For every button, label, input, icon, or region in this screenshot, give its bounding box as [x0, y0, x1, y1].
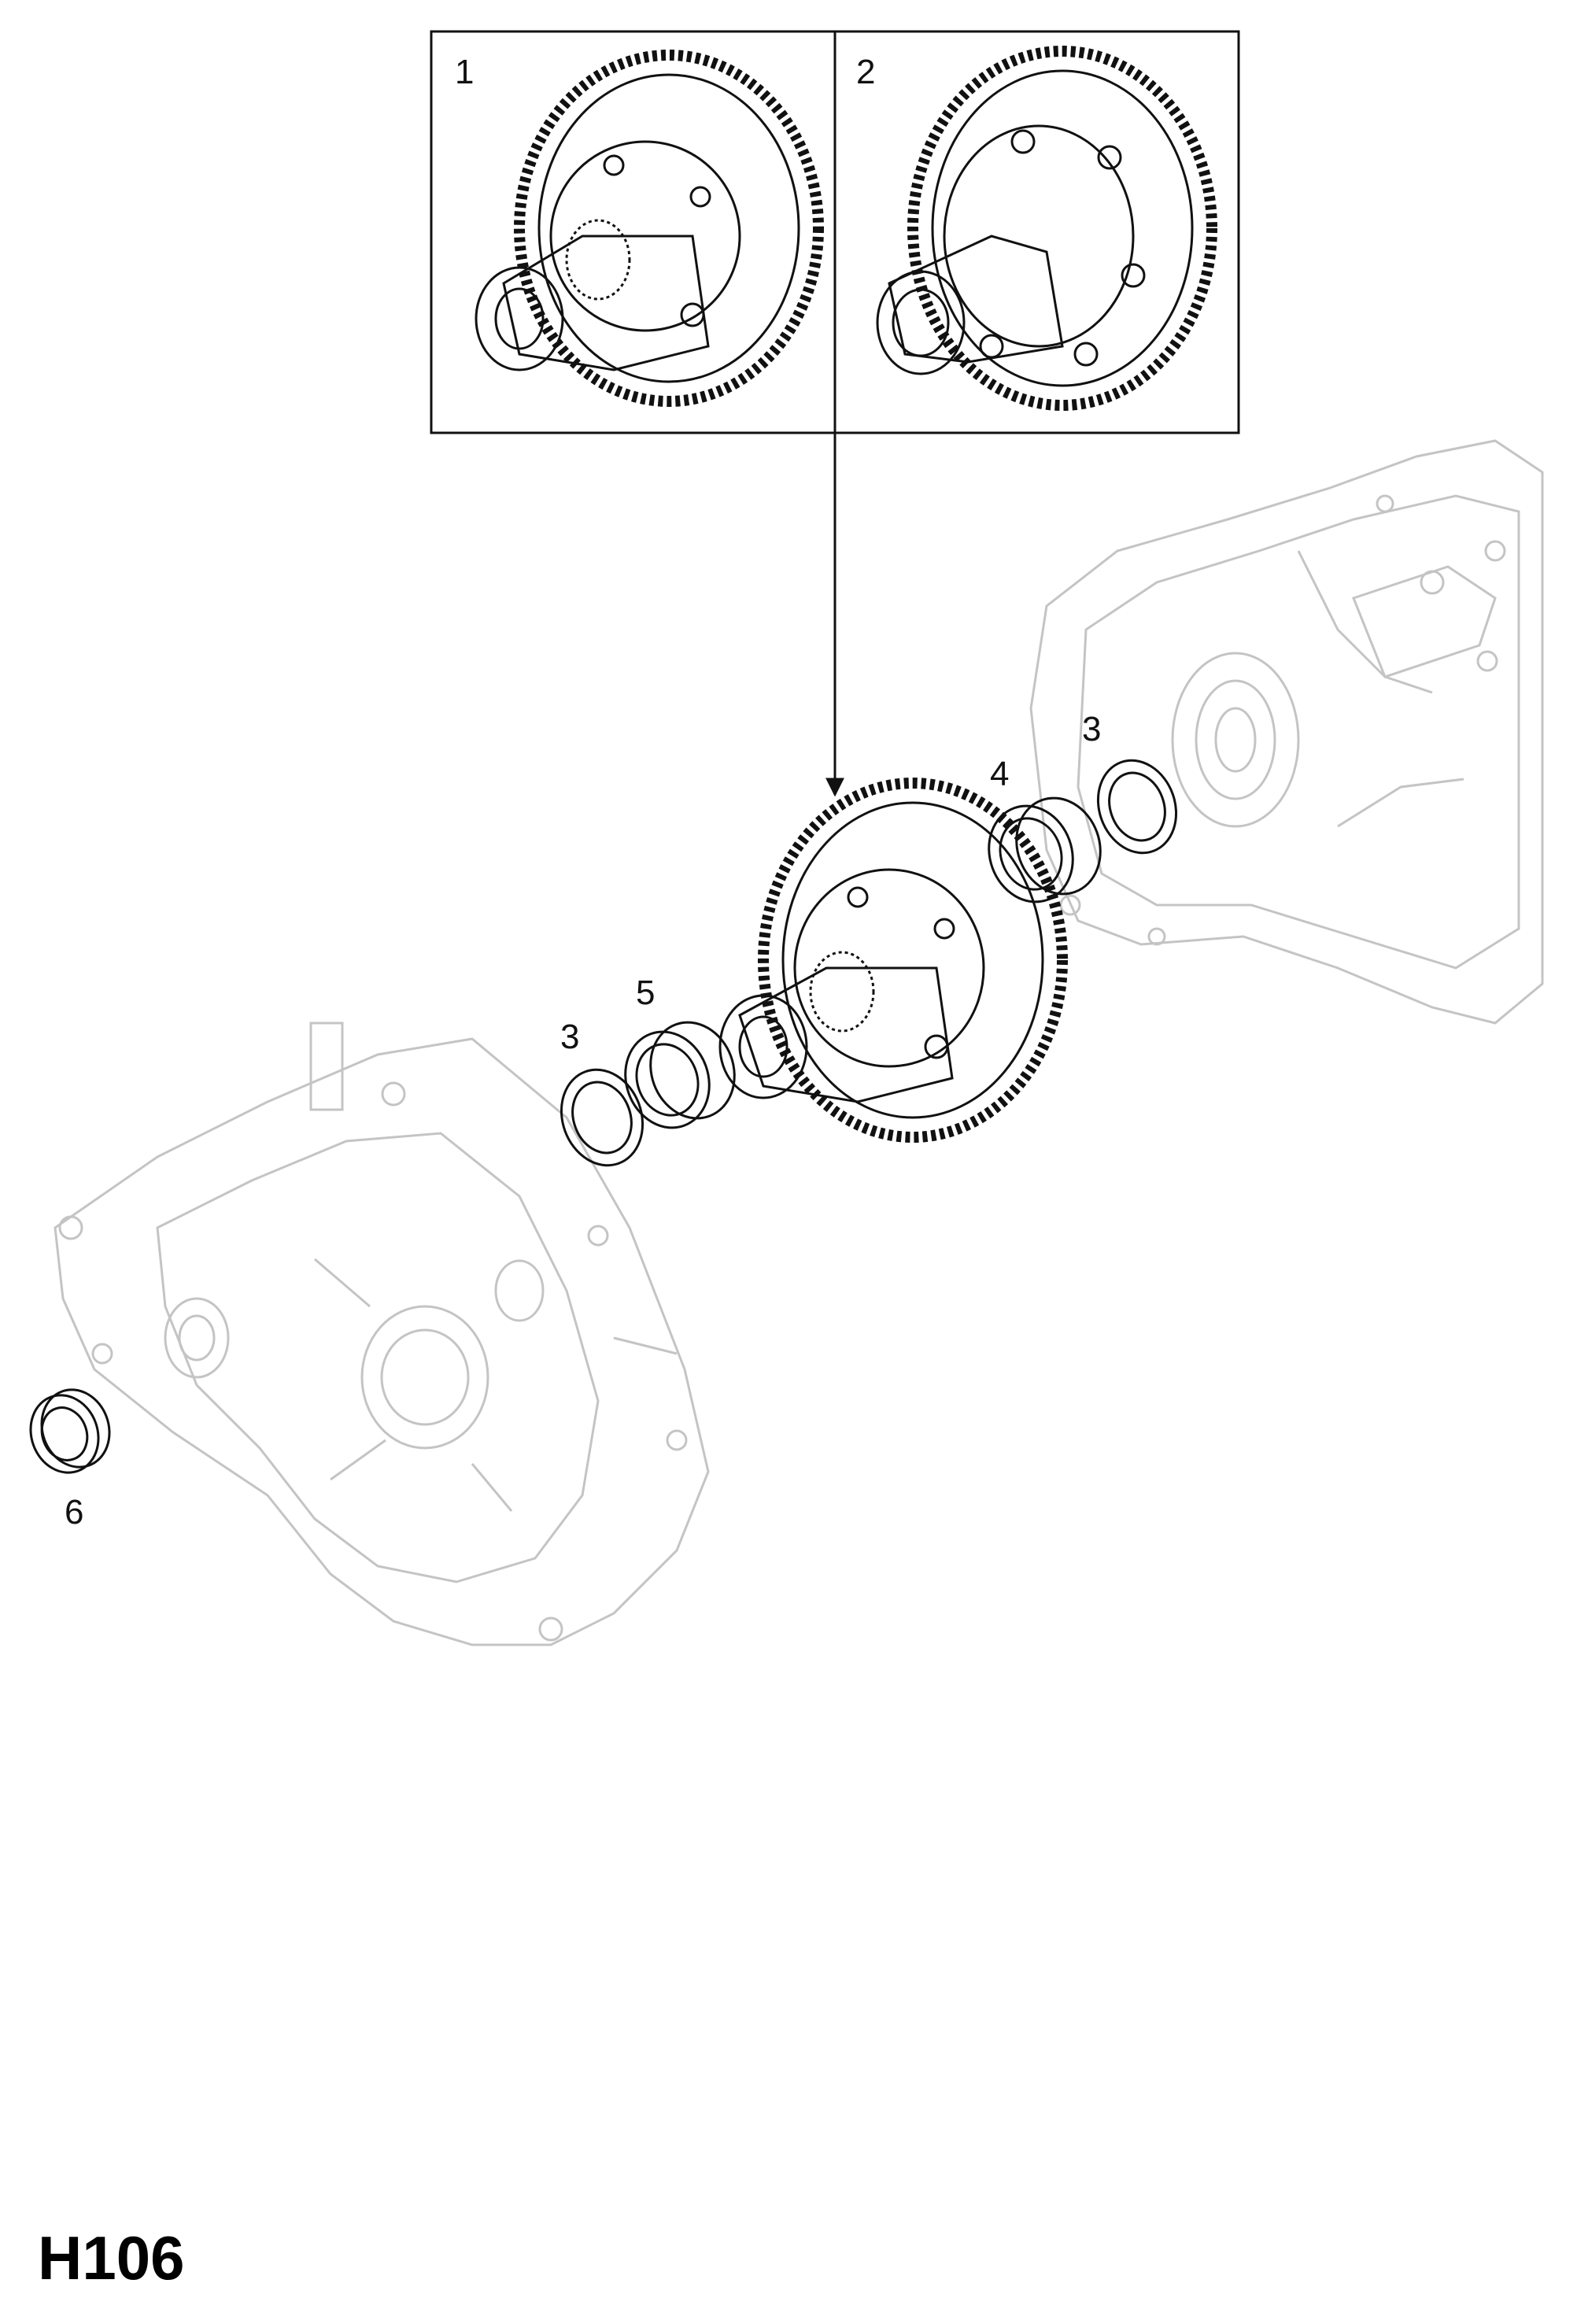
callout-4: 4 [990, 755, 1010, 793]
differential-variant-1 [475, 50, 824, 407]
variant-inset-box [430, 30, 1240, 434]
differential-variant-2 [876, 46, 1217, 411]
callout-2: 2 [856, 53, 876, 91]
bearing-4 [988, 796, 1102, 903]
callout-6: 6 [65, 1493, 84, 1531]
callout-5: 5 [636, 974, 656, 1012]
callout-3-left: 3 [560, 1018, 580, 1056]
ring-3-left [560, 1068, 644, 1167]
callout-3-right: 3 [1082, 710, 1102, 748]
ring-3-right [1096, 759, 1178, 855]
differential-assembly [718, 778, 1068, 1143]
seal-6 [29, 1388, 111, 1474]
callout-1: 1 [455, 53, 475, 91]
bearing-5 [624, 1021, 736, 1129]
ghost-housing-right [1029, 439, 1544, 1025]
figure-code: H106 [38, 2223, 185, 2293]
ghost-housing-left [54, 1022, 710, 1646]
